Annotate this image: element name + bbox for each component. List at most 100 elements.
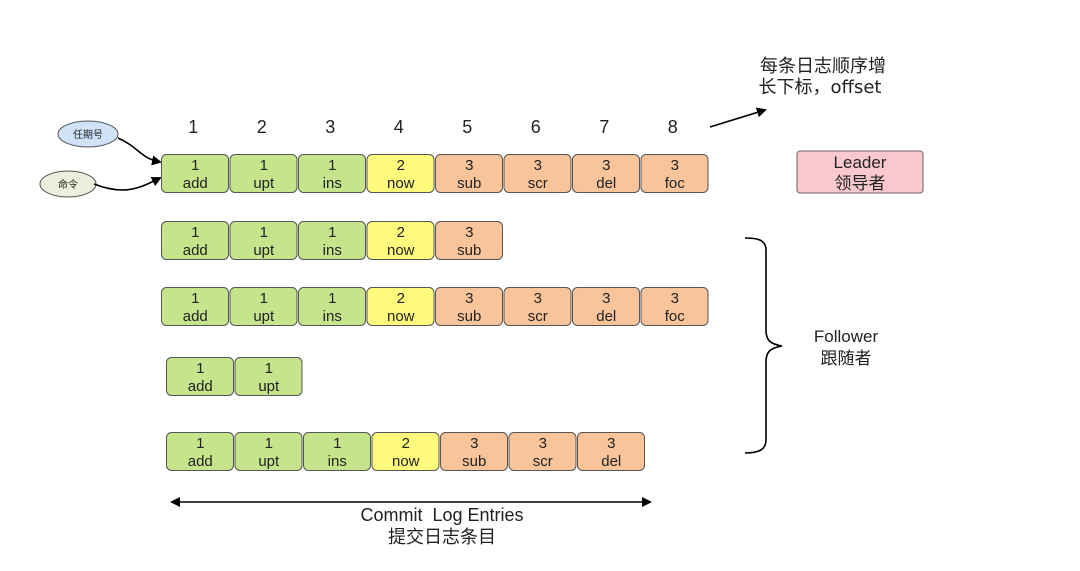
log-entry-command: ins: [323, 308, 342, 325]
command-connector: [93, 177, 162, 191]
term-connector: [117, 137, 162, 166]
log-entry-box: [572, 154, 640, 193]
offset-note-line2: 长下标，offset: [759, 77, 882, 98]
log-entry-term: 1: [333, 435, 341, 452]
log-entry-term: 1: [328, 157, 336, 174]
leader-box: Leader 领导者: [796, 150, 924, 194]
log-entry-term: 2: [397, 290, 405, 307]
log-entry-command: sub: [457, 308, 481, 325]
log-entry-command: scr: [528, 308, 548, 325]
log-entry-box: [371, 432, 440, 471]
log-entry-term: 3: [539, 435, 547, 452]
log-entry-term: 1: [328, 224, 336, 241]
log-entry-command: upt: [253, 175, 275, 192]
offset-arrow: [709, 107, 767, 128]
log-entry-command: now: [387, 242, 415, 259]
log-entry-term: 1: [196, 435, 204, 452]
log-entry-command: foc: [665, 308, 686, 325]
log-entry-term: 3: [534, 290, 542, 307]
log-entry-term: 3: [465, 224, 473, 241]
log-entry-command: ins: [328, 453, 347, 470]
log-entry-box: [229, 221, 298, 260]
log-entry-box: [435, 221, 503, 260]
log-entry-box: [640, 154, 709, 193]
log-entry-box: [435, 154, 503, 193]
log-entry-term: 3: [602, 157, 610, 174]
log-entry-command: ins: [323, 175, 342, 192]
commit-label-zh: 提交日志条目: [388, 527, 496, 548]
log-entry-box: [303, 432, 371, 471]
log-entry-command: upt: [253, 308, 275, 325]
log-entry-command: sub: [462, 453, 486, 470]
index-label: 1: [188, 117, 198, 137]
log-entry-command: now: [387, 308, 415, 325]
index-label: 3: [325, 117, 335, 137]
log-entry-command: now: [387, 175, 415, 192]
log-entry-command: ins: [323, 242, 342, 259]
log-entry-box: [572, 287, 640, 326]
log-entry-box: [508, 432, 577, 471]
log-entry-term: 3: [602, 290, 610, 307]
log-entry-box: [229, 154, 298, 193]
log-entry-box: [234, 357, 303, 396]
index-label: 7: [599, 117, 609, 137]
log-entry-command: sub: [457, 175, 481, 192]
log-entry-term: 2: [397, 224, 405, 241]
log-entry-term: 3: [470, 435, 478, 452]
log-entry-term: 3: [534, 157, 542, 174]
log-rows: 1add1upt1ins2now3sub3scr3del3foc1add1upt…: [161, 154, 709, 471]
command-bubble: 命令: [39, 170, 97, 198]
log-entry-command: add: [183, 308, 208, 325]
log-entry-term: 3: [465, 157, 473, 174]
index-label: 8: [668, 117, 678, 137]
log-entry-command: del: [596, 175, 616, 192]
log-entry-box: [161, 154, 229, 193]
log-entry-term: 1: [196, 360, 204, 377]
log-entry-term: 1: [260, 224, 268, 241]
log-entry-box: [640, 287, 709, 326]
term-bubble-label: 任期号: [73, 128, 103, 141]
log-entry-box: [166, 357, 234, 396]
log-entry-command: del: [596, 308, 616, 325]
leader-label-zh: 领导者: [835, 174, 886, 194]
log-entry-term: 1: [191, 290, 199, 307]
log-entry-box: [440, 432, 508, 471]
log-entry-term: 3: [465, 290, 473, 307]
log-entry-term: 2: [402, 435, 410, 452]
log-entry-command: upt: [258, 378, 280, 395]
index-label: 4: [394, 117, 404, 137]
log-entry-box: [166, 432, 234, 471]
index-label: 2: [257, 117, 267, 137]
log-entry-term: 3: [607, 435, 615, 452]
log-entry-term: 1: [260, 290, 268, 307]
log-entry-term: 3: [671, 290, 679, 307]
log-entry-box: [503, 154, 572, 193]
index-label: 6: [531, 117, 541, 137]
log-entry-command: now: [392, 453, 420, 470]
log-entry-box: [234, 432, 303, 471]
log-entry-command: add: [188, 453, 213, 470]
